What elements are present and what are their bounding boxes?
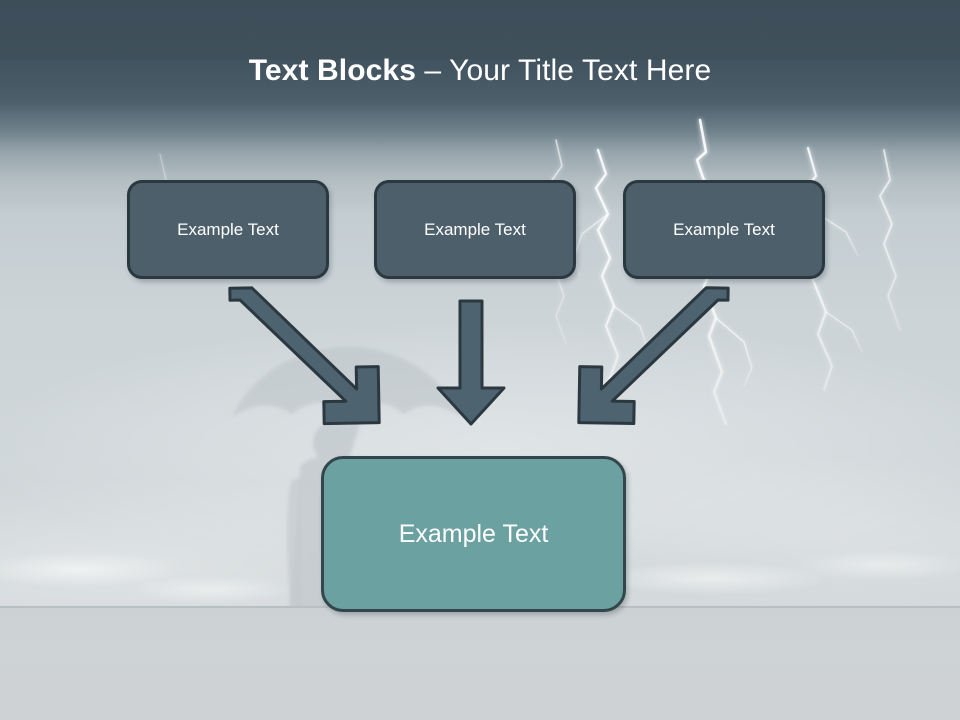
background-ground-plane	[0, 606, 960, 720]
text-block-result[interactable]: Example Text	[321, 456, 626, 612]
arrow-down-icon	[436, 299, 506, 426]
page-title: Text Blocks – Your Title Text Here	[0, 52, 960, 90]
text-block-2[interactable]: Example Text	[374, 180, 576, 279]
text-block-result-label: Example Text	[398, 519, 549, 548]
text-block-2-label: Example Text	[424, 219, 526, 239]
page-title-light: Your Title Text Here	[449, 54, 712, 87]
page-title-strong: Text Blocks	[248, 54, 416, 87]
text-block-3[interactable]: Example Text	[623, 180, 825, 279]
arrow-diagonal-down-right-icon	[228, 286, 381, 426]
arrow-diagonal-down-left-icon	[577, 286, 730, 426]
text-block-3-label: Example Text	[673, 219, 775, 239]
text-block-1-label: Example Text	[177, 219, 279, 239]
text-block-1[interactable]: Example Text	[127, 180, 329, 279]
page-title-separator: –	[416, 54, 450, 87]
